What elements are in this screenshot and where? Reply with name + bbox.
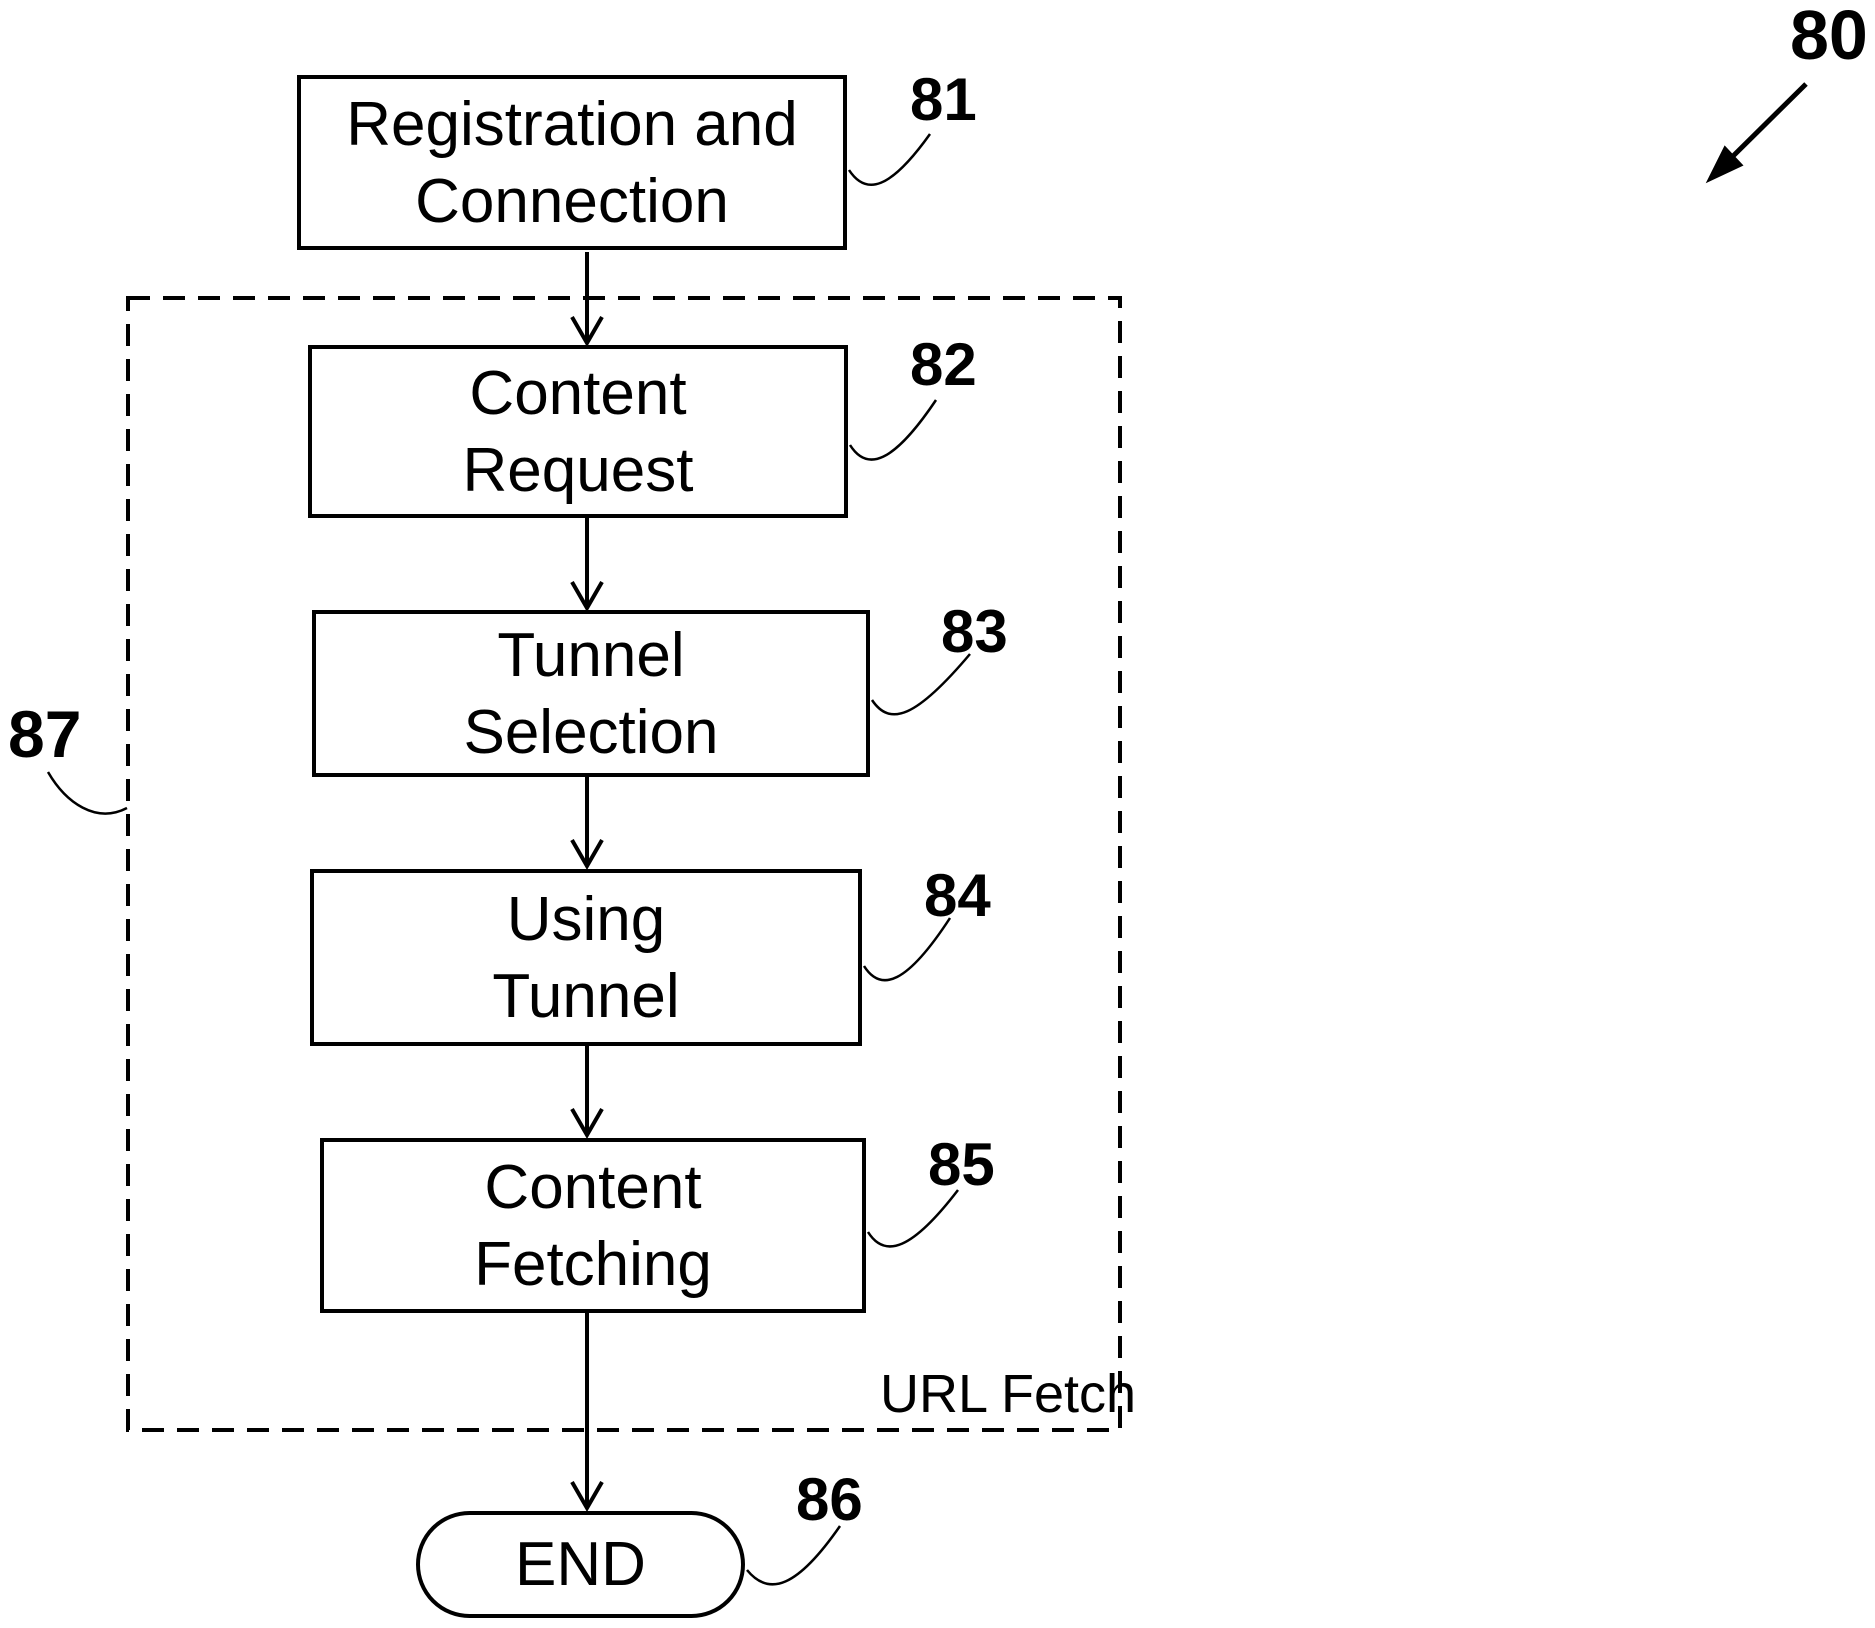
flow-node-tunnel-selection: Tunnel Selection — [312, 610, 870, 777]
end-label: END — [515, 1530, 646, 1599]
leader-line-86 — [746, 1525, 842, 1586]
flow-node-content-fetching: Content Fetching — [320, 1138, 866, 1313]
flow-node-end: END — [416, 1511, 745, 1618]
connector-arrow-registration-to-content-request — [570, 252, 604, 348]
node-label-line: Using — [506, 884, 666, 954]
ref-label-85: 85 — [928, 1131, 995, 1198]
node-label-line: Fetching — [474, 1229, 712, 1299]
node-label-line: Request — [462, 435, 694, 505]
node-label-line: Tunnel — [497, 620, 685, 690]
ref-label-82: 82 — [910, 331, 977, 398]
reference-leader-lines — [46, 133, 971, 1586]
url-fetch-caption: URL Fetch — [880, 1364, 1137, 1424]
node-label-line: Selection — [463, 697, 719, 767]
connector-arrow-content-fetching-to-end — [570, 1313, 604, 1513]
node-label-line: Connection — [415, 166, 729, 236]
leader-line-87 — [46, 771, 128, 815]
url-fetch-group-boundary — [126, 296, 1122, 1432]
leader-line-85 — [866, 1189, 959, 1248]
connector-arrow-content-request-to-tunnel-selection — [570, 518, 604, 613]
flow-node-content-request: Content Request — [308, 345, 848, 518]
node-label-line: Content — [469, 358, 687, 428]
ref-label-81: 81 — [910, 66, 977, 133]
connector-arrow-using-tunnel-to-content-fetching — [570, 1046, 604, 1140]
connector-arrows — [570, 252, 604, 1513]
leader-line-84 — [862, 917, 952, 982]
leader-line-82 — [848, 399, 938, 461]
leader-line-81 — [847, 133, 932, 186]
ref-label-84: 84 — [924, 862, 991, 929]
flow-node-using-tunnel: Using Tunnel — [310, 869, 862, 1046]
flow-node-registration-and-connection: Registration and Connection — [297, 75, 847, 250]
figure-ref-label-80: 80 — [1790, 0, 1868, 74]
node-label-line: Tunnel — [492, 961, 680, 1031]
node-label-line: Registration and — [346, 89, 798, 159]
ref-label-86: 86 — [796, 1466, 863, 1533]
ref-label-87: 87 — [8, 697, 82, 771]
connector-arrow-tunnel-selection-to-using-tunnel — [570, 777, 604, 871]
ref-label-83: 83 — [941, 598, 1008, 665]
figure-ref-arrow — [1705, 82, 1808, 184]
node-label-line: Content — [484, 1152, 702, 1222]
leader-line-83 — [870, 653, 971, 716]
